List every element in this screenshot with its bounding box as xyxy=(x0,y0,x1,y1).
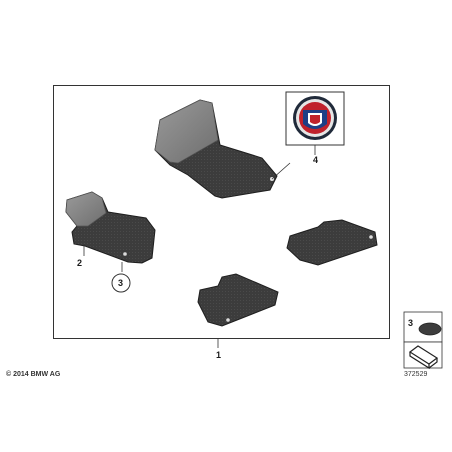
callout-4: 4 xyxy=(313,155,319,165)
alpina-badge-icon xyxy=(285,91,345,146)
legend xyxy=(403,311,443,370)
reference-number: 372529 xyxy=(404,371,428,378)
clip-icon xyxy=(418,322,442,336)
mat-fastener xyxy=(123,252,127,256)
assembly-frame xyxy=(53,85,390,339)
floor-clip-icon xyxy=(408,345,439,370)
callout-3: 3 xyxy=(118,278,124,288)
legend-callout-3: 3 xyxy=(408,318,414,328)
front-mat-left xyxy=(65,191,156,264)
rear-mat-center xyxy=(197,273,279,327)
leader-lines xyxy=(83,145,316,348)
callout-circle-3 xyxy=(111,273,131,293)
mat-fastener xyxy=(369,235,373,239)
callout-1: 1 xyxy=(216,350,222,360)
mat-fastener xyxy=(226,318,230,322)
front-mat-large xyxy=(154,99,278,199)
callout-2: 2 xyxy=(77,258,83,268)
copyright-text: © 2014 BMW AG xyxy=(6,371,61,378)
rear-mat-right xyxy=(286,219,378,266)
